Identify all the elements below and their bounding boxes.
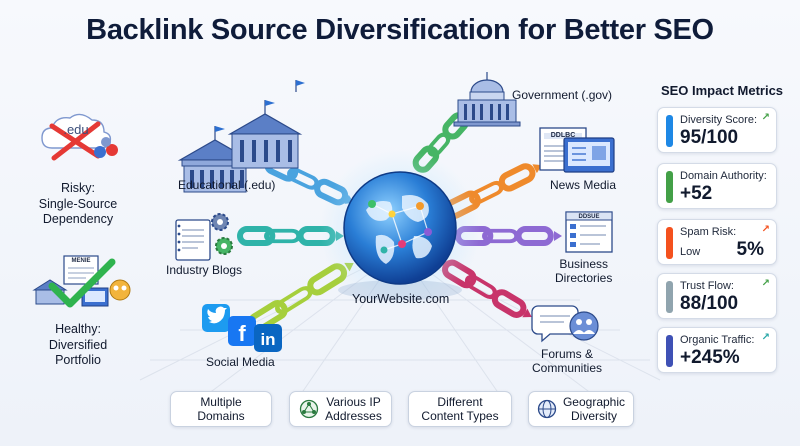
notebook-gears-icon [175,213,233,261]
source-label-government: Government (.gov) [512,88,613,102]
network-icon [299,399,319,419]
metric-value: +52 [680,183,713,204]
source-label-directories: Business Directories [555,257,612,286]
metric-value: 88/100 [680,293,739,314]
chain-arrow [522,308,532,318]
pill-various-ip: Various IP Addresses [289,391,392,427]
chain-link [491,289,527,318]
metric-label: Diversity Score: [680,114,758,126]
newspaper-icon [539,127,615,173]
edu-badge-text: .edu [63,122,88,137]
metric-card-diversity: Diversity Score: 95/100 ↗ [657,107,777,153]
directory-listing-icon [565,211,613,253]
source-label-forums-line2: Communities [532,361,603,376]
metric-label: Domain Authority: [680,170,767,182]
trend-up-icon: ↗ [761,332,770,343]
pill-content-types: Different Content Types [408,391,512,427]
metric-color-bar [666,335,673,367]
source-label-social: Social Media [206,355,275,369]
metric-color-bar [666,281,673,313]
chat-bubbles-icon [531,305,599,343]
metric-label: Organic Traffic: [680,334,755,346]
svg-text:in: in [260,330,275,349]
healthy-label: Healthy: Diversified Portfolio [23,322,133,369]
facebook-icon: f [228,316,256,346]
directory-masthead-text: DDSUE [578,214,599,220]
risky-edu-cloud-icon [41,113,118,161]
metric-card-trust: Trust Flow: 88/100 ↗ [657,273,777,319]
trend-up-icon: ↗ [761,112,770,123]
chain-link [515,226,554,246]
metric-color-bar [666,227,673,259]
risky-line1: Risky: [60,181,96,195]
pill-line1: Geographic [562,394,626,409]
source-label-forums-line1: Forums & [541,347,594,361]
page-title: Backlink Source Diversification for Bett… [86,14,714,46]
source-label-directories-line2: Directories [555,271,613,286]
healthy-line3: Portfolio [55,353,101,368]
metric-value: +245% [680,347,740,368]
metric-value: 5% [736,239,764,260]
metric-label: Spam Risk: [680,226,737,238]
chain-link [237,226,276,246]
source-label-news: News Media [550,178,617,192]
pill-line2: Content Types [421,409,499,423]
metric-card-authority: Domain Authority: +52 [657,163,777,209]
pill-line1: Different [437,394,483,409]
center-site-label: YourWebsite.com [352,292,450,306]
pill-line1: Multiple [200,394,242,409]
healthy-line2: Diversified [48,337,108,352]
source-label-directories-line1: Business [559,257,609,271]
healthy-portfolio-icon [32,255,131,308]
risky-label: Risky: Single-Source Dependency [23,181,133,228]
trend-up-icon: ↗ [761,278,770,289]
globe-icon [320,150,480,310]
news-masthead-text: DDLBC [551,132,576,139]
metric-card-spam: Spam Risk: Low 5% ↗ [657,219,777,265]
source-label-educational: Educational (.edu) [178,178,276,192]
pill-line2: Addresses [325,409,382,423]
chain-link [464,274,498,300]
risky-line2: Single-Source [38,196,118,211]
twitter-icon [202,304,230,332]
pill-line1: Various IP [326,394,381,409]
source-label-forums: Forums & Communities [532,347,602,376]
pill-line2: Domains [197,409,245,423]
linkedin-icon: in [254,324,282,352]
trend-up-icon: ↗ [761,224,770,235]
metric-sub-value: Low [680,246,701,258]
metric-label: Trust Flow: [680,280,734,292]
svg-text:f: f [238,321,246,346]
chain-link [287,167,320,190]
healthy-line1: Healthy: [55,322,101,336]
metric-color-bar [666,171,673,203]
pill-geographic: Geographic Diversity [528,391,634,427]
metrics-title: SEO Impact Metrics [660,83,784,98]
metric-card-traffic: Organic Traffic: +245% ↗ [657,327,777,373]
capitol-building-icon [453,72,521,127]
risky-line3: Dependency [42,212,114,227]
pill-line2: Diversity [570,409,617,423]
chain-arrow [554,231,562,241]
healthy-masthead-text: MENIE [71,258,90,264]
chain-link [469,180,504,205]
pill-multiple-domains: Multiple Domains [170,391,272,427]
source-label-blogs: Industry Blogs [166,263,243,277]
university-building-icon [177,80,305,193]
metric-color-bar [666,115,673,147]
chain-link [498,163,536,192]
metric-value: 95/100 [680,127,739,148]
globe-icon [537,399,557,419]
